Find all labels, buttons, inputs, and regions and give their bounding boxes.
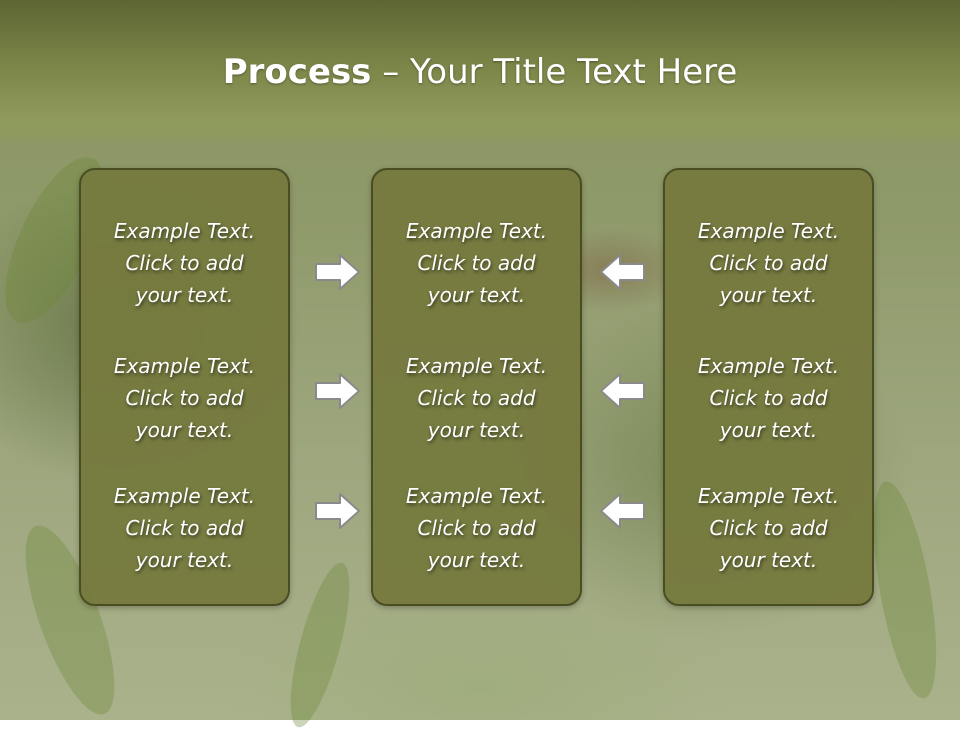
text-line: Click to add [417,516,536,540]
text-line: your text. [135,548,234,572]
text-line: Click to add [417,386,536,410]
process-box-left[interactable]: Example Text. Click to add your text. Ex… [79,168,290,606]
text-block[interactable]: Example Text. Click to add your text. [665,215,872,311]
text-line: Example Text. [405,354,548,378]
left-arrow-icon[interactable] [598,252,646,292]
text-line: Example Text. [697,484,840,508]
title-bar [0,0,960,140]
text-block[interactable]: Example Text. Click to add your text. [373,480,580,576]
text-line: your text. [719,548,818,572]
text-line: your text. [135,283,234,307]
background-leaf [278,557,362,732]
title-rest-text: – Your Title Text Here [371,52,738,92]
text-line: Click to add [709,251,828,275]
text-line: Example Text. [113,484,256,508]
text-line: your text. [135,418,234,442]
right-arrow-icon[interactable] [314,252,362,292]
text-line: your text. [719,418,818,442]
text-block[interactable]: Example Text. Click to add your text. [81,480,288,576]
text-line: your text. [427,548,526,572]
text-line: Example Text. [113,219,256,243]
text-line: Example Text. [405,484,548,508]
text-line: Example Text. [405,219,548,243]
slide-title[interactable]: Process – Your Title Text Here [0,52,960,92]
background-leaf [861,477,949,703]
text-line: Click to add [709,386,828,410]
text-line: Click to add [125,251,244,275]
text-line: your text. [427,283,526,307]
text-line: your text. [719,283,818,307]
process-box-right[interactable]: Example Text. Click to add your text. Ex… [663,168,874,606]
text-block[interactable]: Example Text. Click to add your text. [81,215,288,311]
text-line: Click to add [709,516,828,540]
text-line: Click to add [417,251,536,275]
left-arrow-icon[interactable] [598,371,646,411]
text-block[interactable]: Example Text. Click to add your text. [373,350,580,446]
text-line: your text. [427,418,526,442]
text-line: Example Text. [697,219,840,243]
text-line: Click to add [125,386,244,410]
text-block[interactable]: Example Text. Click to add your text. [665,350,872,446]
text-block[interactable]: Example Text. Click to add your text. [665,480,872,576]
title-bold-text: Process [222,52,372,92]
left-arrow-icon[interactable] [598,491,646,531]
text-line: Example Text. [113,354,256,378]
text-line: Click to add [125,516,244,540]
text-block[interactable]: Example Text. Click to add your text. [373,215,580,311]
right-arrow-icon[interactable] [314,371,362,411]
right-arrow-icon[interactable] [314,491,362,531]
text-block[interactable]: Example Text. Click to add your text. [81,350,288,446]
process-box-middle[interactable]: Example Text. Click to add your text. Ex… [371,168,582,606]
text-line: Example Text. [697,354,840,378]
